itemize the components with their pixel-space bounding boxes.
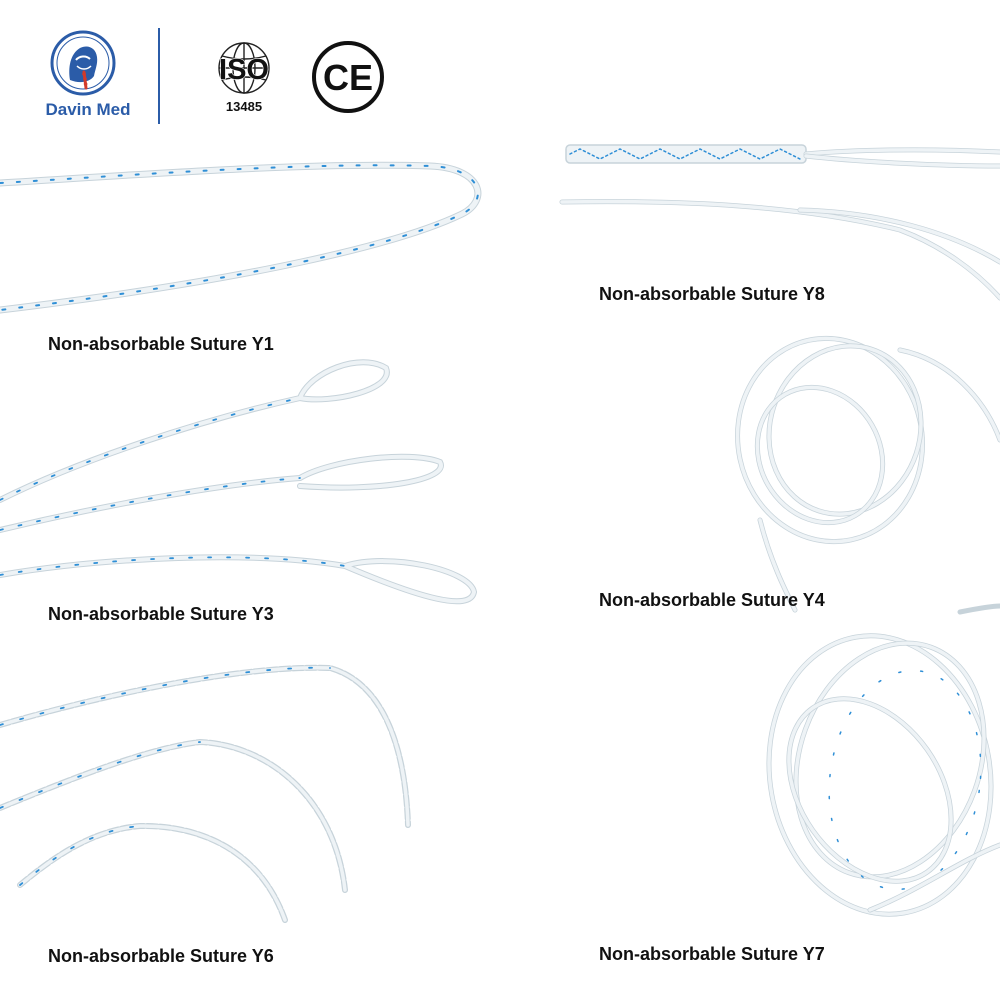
product-label-y3: Non-absorbable Suture Y3: [48, 604, 274, 624]
iso-text: ISO: [219, 54, 269, 86]
product-label-y6: Non-absorbable Suture Y6: [48, 946, 274, 966]
product-label-y1: Non-absorbable Suture Y1: [48, 334, 274, 354]
suture-y8-image: [559, 144, 1000, 301]
header-divider: [158, 28, 160, 124]
product-label-y4: Non-absorbable Suture Y4: [599, 590, 825, 610]
header: Davin Med ISO 13485 CE: [0, 0, 1000, 140]
suture-y1-image: [0, 161, 482, 314]
ce-mark-badge: CE: [312, 41, 384, 113]
suture-y6-image: [0, 664, 411, 923]
ce-text: CE: [323, 57, 373, 98]
suture-y3-image: [0, 359, 478, 605]
iso-number: 13485: [226, 99, 262, 114]
product-label-y8: Non-absorbable Suture Y8: [599, 284, 825, 304]
suture-y4-image: [735, 335, 1000, 613]
iso-13485-badge: ISO 13485: [218, 42, 270, 114]
suture-y7-image: [766, 603, 1000, 917]
globe-icon: [218, 42, 270, 94]
brand-name: Davin Med: [45, 100, 131, 119]
physician-portrait-icon: [50, 30, 116, 96]
product-label-y7: Non-absorbable Suture Y7: [599, 944, 825, 964]
